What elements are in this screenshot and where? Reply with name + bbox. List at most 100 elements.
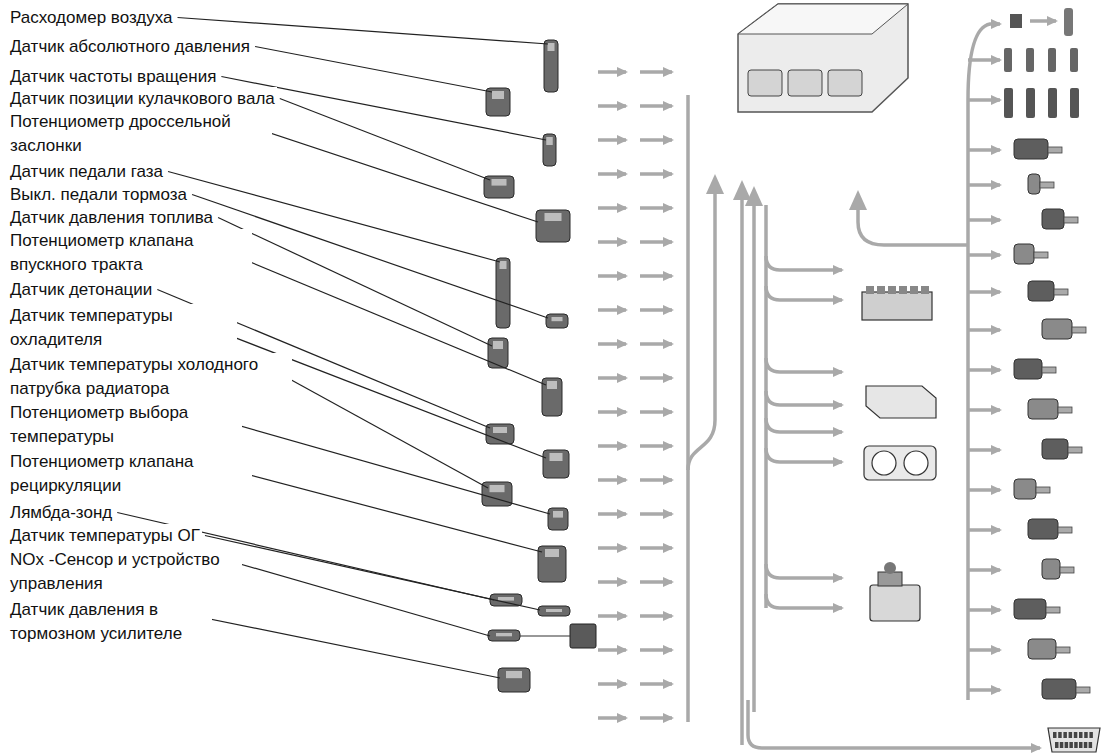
signal-arrow — [640, 172, 672, 176]
signal-arrow — [640, 512, 672, 516]
leader-line — [218, 218, 492, 347]
signal-arrow — [598, 478, 626, 482]
signal-arrow — [968, 648, 1000, 652]
signal-arrow — [640, 376, 672, 380]
sensor-icon — [538, 606, 570, 616]
sensor-icon — [544, 40, 558, 92]
gearbox-unit — [862, 292, 932, 320]
sensor-icon — [548, 508, 568, 530]
sensor-icon — [550, 453, 563, 461]
sensor-icon — [536, 210, 570, 242]
injector — [1004, 48, 1012, 72]
signal-arrow — [748, 700, 1040, 748]
actuator — [1014, 244, 1034, 264]
gearbox-unit — [888, 286, 896, 294]
signal-arrow — [598, 104, 626, 108]
connector-pin — [1069, 732, 1073, 738]
signal-arrow — [968, 218, 1000, 222]
connector-pin — [1089, 732, 1093, 738]
actuator — [1040, 182, 1054, 188]
injector — [1064, 8, 1073, 36]
sensor-label: Датчик давления в тормозном усилителе — [8, 598, 212, 646]
sensor-icon — [543, 450, 569, 478]
gauge — [904, 451, 928, 475]
signal-arrow — [752, 192, 756, 712]
sensor-icon — [493, 341, 503, 349]
signal-arrow — [766, 256, 842, 270]
gearbox-unit — [866, 286, 874, 294]
signal-arrow — [968, 688, 1000, 692]
actuator — [1034, 252, 1048, 258]
signal-arrow — [766, 594, 842, 608]
signal-arrow — [640, 614, 672, 618]
wire — [520, 635, 570, 636]
ecu-housing — [738, 4, 908, 34]
signal-arrow — [598, 308, 626, 312]
sensor-label: Потенциометр клапана рециркуляции — [8, 450, 252, 498]
signal-arrow — [766, 286, 842, 300]
airbag-unit — [866, 386, 936, 418]
connector-pin — [1084, 742, 1088, 748]
leader-line — [163, 610, 500, 679]
sensor-icon — [545, 549, 559, 557]
actuator — [1058, 407, 1072, 413]
signal-arrow — [640, 716, 672, 720]
sensor-icon — [498, 597, 514, 601]
sensor-label: Потенциометр дроссельной заслонки — [8, 110, 272, 158]
signal-arrow — [598, 240, 626, 244]
ecu-connector — [748, 70, 782, 96]
actuator — [1042, 679, 1076, 699]
signal-arrow — [968, 488, 1000, 492]
actuator — [1028, 174, 1040, 194]
signal-bus — [686, 95, 690, 722]
sensor-icon — [486, 88, 510, 116]
diagnostic-connector — [1048, 728, 1100, 752]
signal-arrow — [740, 186, 744, 745]
connector-pin — [1055, 742, 1059, 748]
sensor-icon — [545, 213, 562, 221]
sensor-icon — [547, 381, 557, 389]
signal-arrow — [598, 580, 626, 584]
signal-arrow — [598, 70, 626, 74]
signal-arrow — [598, 172, 626, 176]
actuator — [1054, 289, 1068, 295]
sensor-icon — [488, 338, 508, 368]
injector — [1048, 48, 1056, 72]
connector-pin — [1053, 732, 1057, 738]
signal-arrow — [598, 206, 626, 210]
signal-arrow — [968, 608, 1000, 612]
connector-pin — [1058, 732, 1062, 738]
connector-pin — [1074, 732, 1078, 738]
sensor-icon — [490, 485, 505, 492]
sensor-icon — [538, 546, 566, 582]
signal-arrow — [968, 528, 1000, 532]
actuator — [1028, 519, 1058, 539]
injector — [1026, 48, 1034, 72]
actuator — [1042, 319, 1072, 339]
signal-arrow — [766, 448, 842, 462]
ignition-coil — [1070, 88, 1079, 118]
signal-arrow — [640, 682, 672, 686]
actuator — [1014, 479, 1036, 499]
signal-arrow — [968, 408, 1000, 412]
actuator — [1072, 327, 1086, 333]
signal-arrow — [688, 180, 715, 470]
ecu-housing — [738, 4, 908, 112]
signal-arrow — [766, 358, 842, 372]
relay — [1010, 14, 1022, 28]
signal-arrow — [766, 418, 842, 432]
sensor-label: Лямбда-зонд — [8, 501, 114, 525]
signal-arrow — [640, 138, 672, 142]
gearbox-unit — [877, 286, 885, 294]
actuator — [1060, 567, 1074, 573]
actuator — [1014, 139, 1048, 159]
signal-arrow — [968, 568, 1000, 572]
signal-arrow — [598, 376, 626, 380]
signal-arrow — [598, 138, 626, 142]
signal-arrow — [968, 24, 1000, 100]
signal-arrow — [598, 546, 626, 550]
leader-line — [205, 536, 540, 611]
sensor-label: Датчик позиции кулачкового вала — [8, 87, 277, 111]
connector-pin — [1069, 742, 1073, 748]
sensor-icon — [553, 511, 563, 518]
